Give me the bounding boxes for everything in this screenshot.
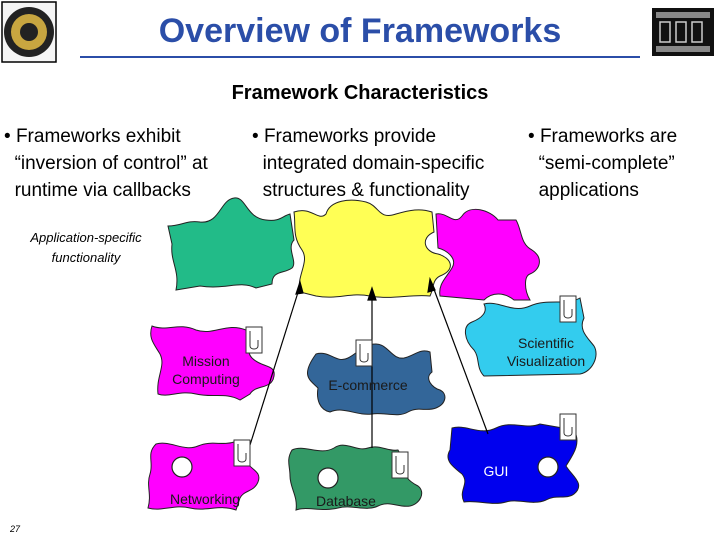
bullet-inversion-of-control: • Frameworks exhibit “inversion of contr… [4,126,208,201]
page-title: Overview of Frameworks [158,12,562,50]
mission-computing-piece [150,325,275,401]
gui-label: GUI [483,463,509,479]
hook-icons [233,295,577,479]
ecommerce-piece [306,343,446,416]
title-rule [80,56,640,58]
university-crest-logo [1,1,57,63]
green-top-piece [167,197,295,291]
gui-piece [447,423,580,504]
mission-computing-label: Mission Computing [172,353,240,387]
ecommerce-label: E-commerce [328,377,408,393]
database-piece [288,444,423,511]
database-label: Database [316,493,376,509]
application-specific-label: Application-specific functionality [30,230,142,265]
section-subtitle: Framework Characteristics [231,82,489,104]
bullet-integrated-structures: • Frameworks provide integrated domain-s… [252,126,485,201]
bullet-semi-complete: • Frameworks are “semi-complete” applica… [528,126,678,201]
networking-label: Networking [169,491,241,507]
magenta-top-piece [435,208,540,301]
event-loop-icons [171,456,559,489]
institute-logo [652,8,714,56]
callback-arrows [249,276,489,448]
yellow-top-piece [293,199,451,298]
scientific-visualization-label: Scientific Visualization [506,335,586,369]
page-number: 27 [10,524,21,534]
